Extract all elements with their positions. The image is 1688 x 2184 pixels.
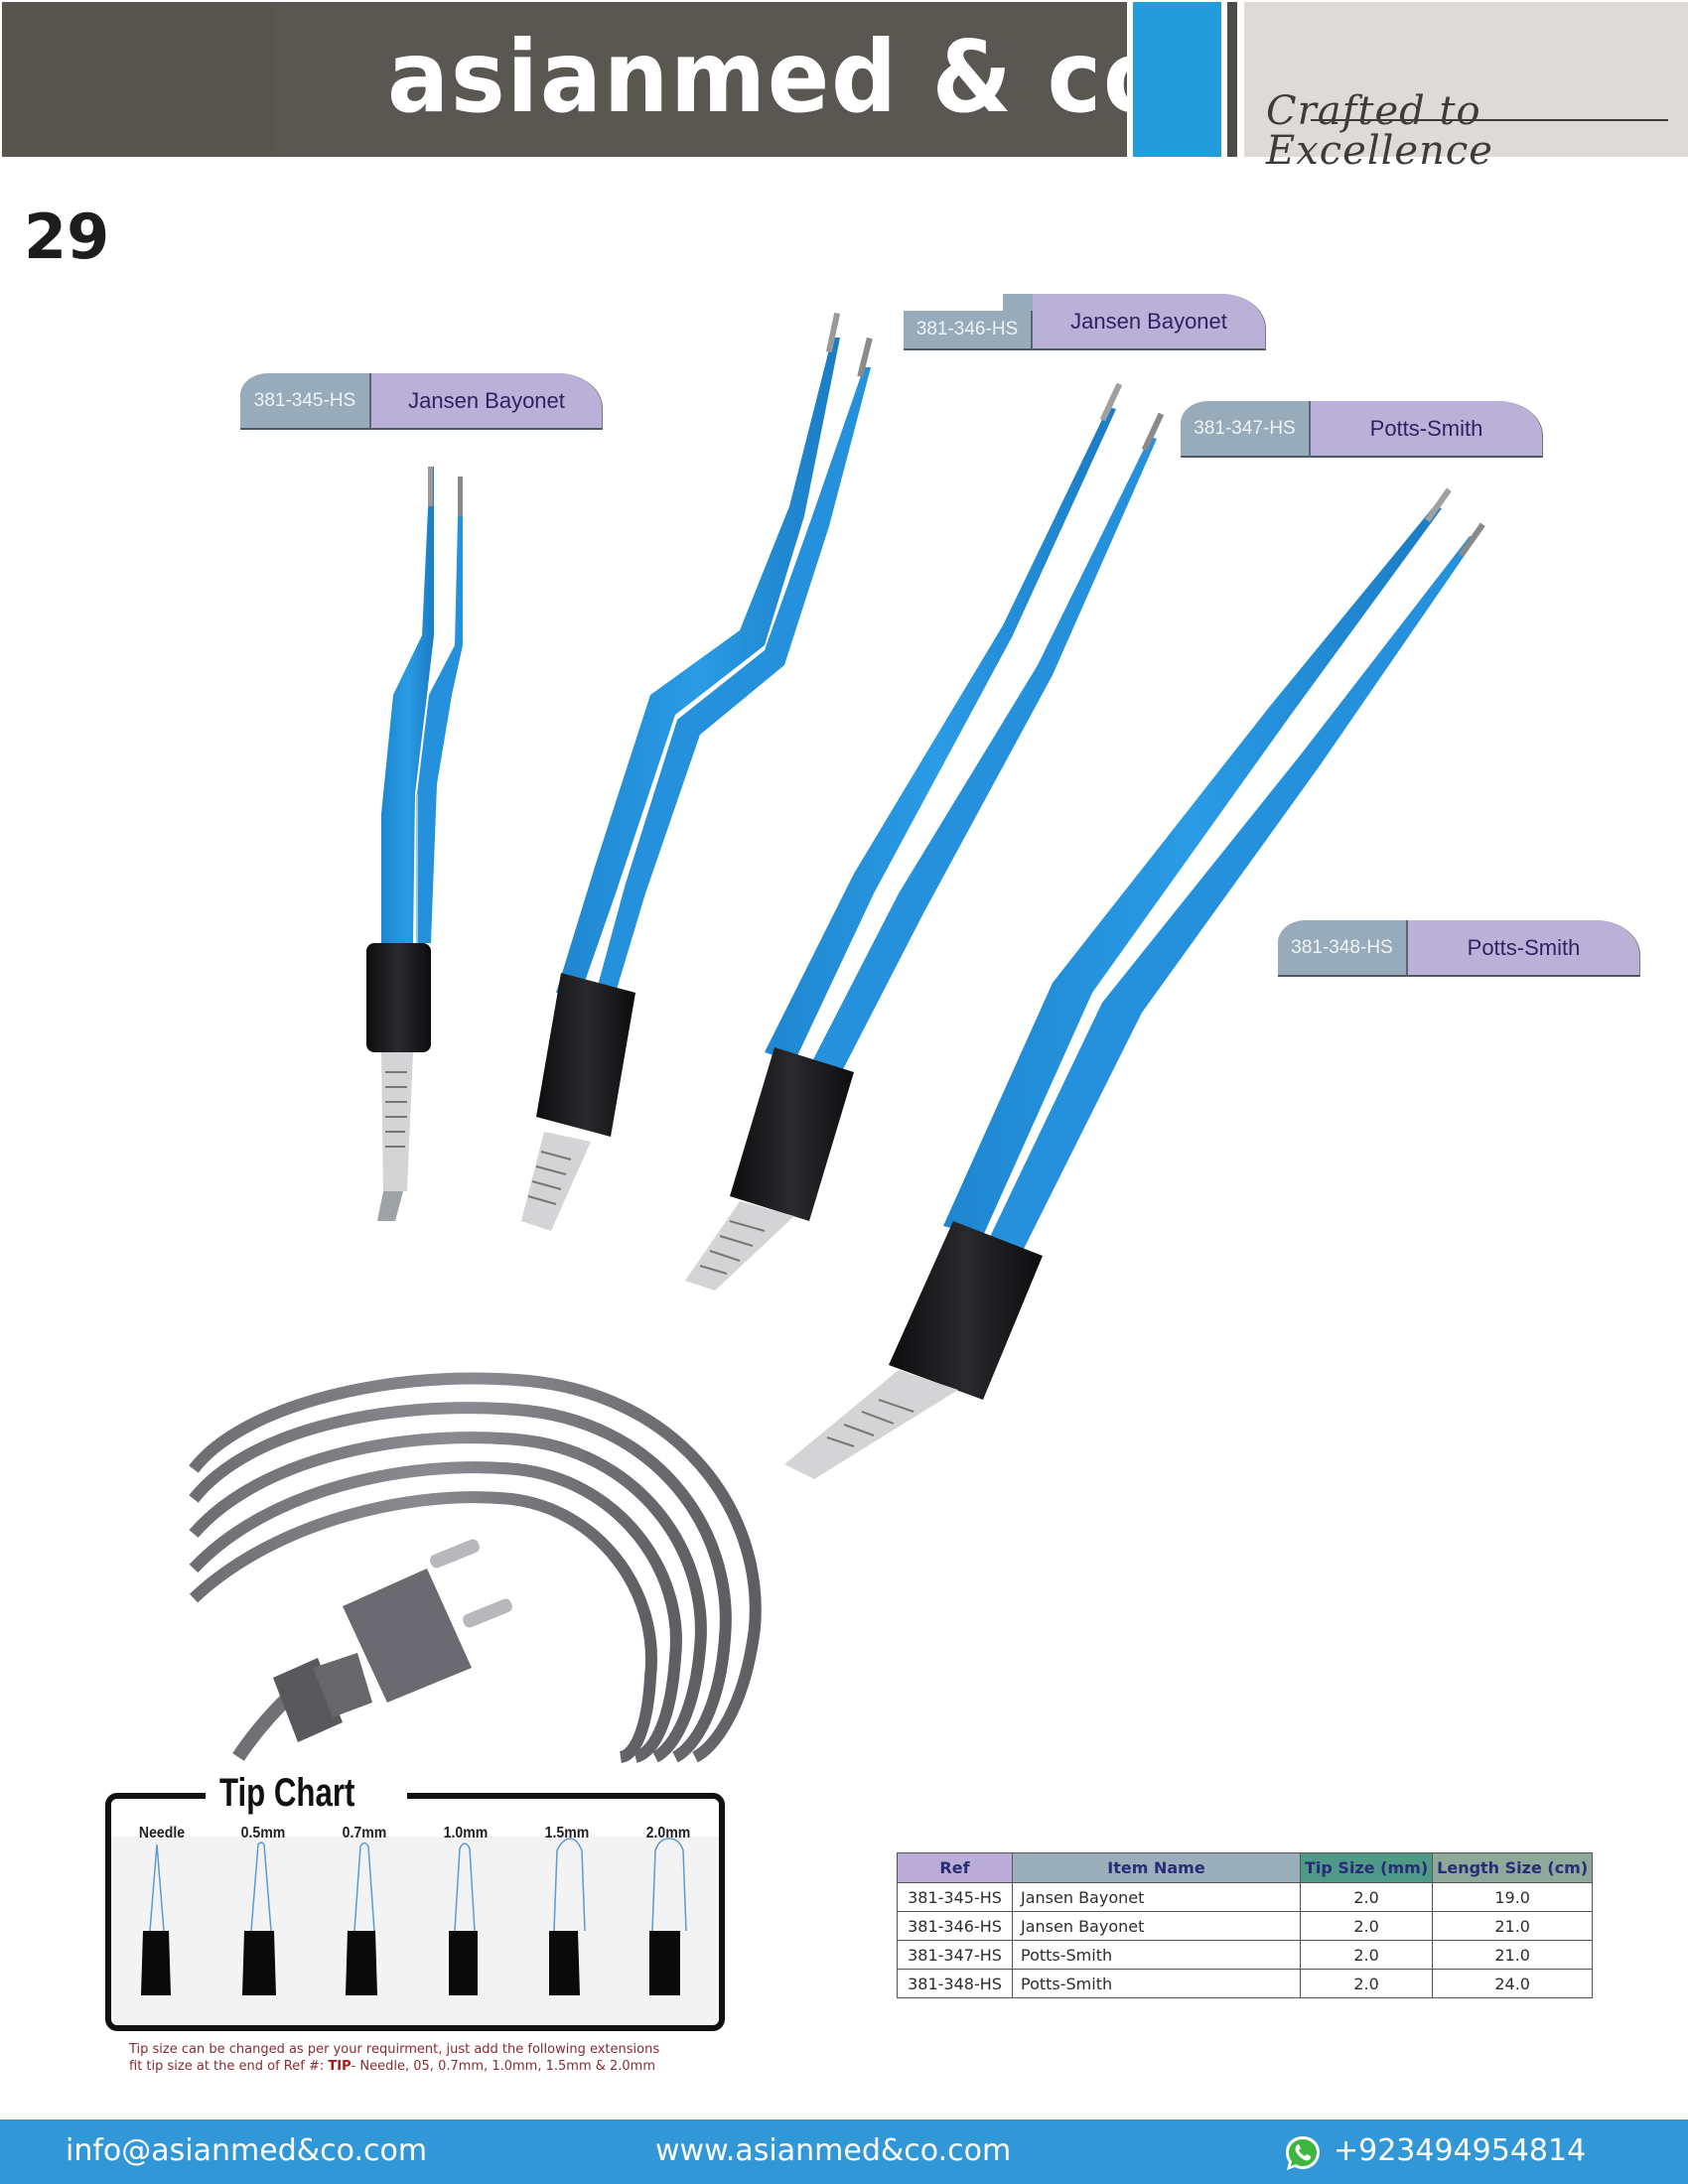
tip-note-line-2: fit tip size at the end of Ref #: TIP- N…	[129, 2058, 745, 2075]
cell-length-size: 24.0	[1432, 1969, 1594, 1998]
tip-1.0mm-diagram	[449, 1843, 478, 1995]
cell-item-name: Jansen Bayonet	[1012, 1911, 1301, 1941]
tip-size-labels: Needle 0.5mm 0.7mm 1.0mm 1.5mm 2.0mm	[111, 1825, 719, 1843]
tip-chart-title-wrap: Tip Chart	[206, 1769, 407, 1817]
tip-size-label: 1.0mm	[443, 1825, 489, 1842]
tip-needle-diagram	[141, 1843, 171, 1995]
cell-tip-size: 2.0	[1299, 1911, 1434, 1941]
cell-item-name: Potts-Smith	[1012, 1969, 1301, 1998]
tip-chart-title: Tip Chart	[219, 1771, 355, 1815]
cell-ref: 381-348-HS	[897, 1969, 1013, 1998]
product-label-name: Potts-Smith	[1311, 401, 1543, 458]
header-tagline-panel	[1244, 2, 1688, 157]
tip-size-label: 1.5mm	[544, 1825, 590, 1842]
header-banner: asianmed & co Crafted to Excellence	[0, 0, 1688, 171]
tip-size-label: Needle	[138, 1825, 186, 1842]
product-images	[189, 312, 1485, 1763]
product-label-ref: 381-347-HS	[1181, 401, 1311, 458]
brand-logo: asianmed & co	[387, 19, 1169, 135]
tip-note-code: TIP	[328, 2059, 352, 2074]
tip-0.7mm-diagram	[346, 1842, 377, 1995]
cell-tip-size: 2.0	[1299, 1882, 1434, 1912]
cell-item-name: Potts-Smith	[1012, 1940, 1301, 1970]
bipolar-cable-image	[189, 1372, 762, 1763]
cell-length-size: 19.0	[1432, 1882, 1594, 1912]
column-header-length-size: Length Size (cm)	[1432, 1852, 1594, 1883]
spec-table: Ref Item Name Tip Size (mm) Length Size …	[897, 1852, 1594, 1998]
forceps-381-346-hs-image	[521, 312, 873, 1231]
column-header-tip-size: Tip Size (mm)	[1299, 1852, 1434, 1883]
product-label-381-345-hs: 381-345-HS Jansen Bayonet	[240, 373, 603, 430]
footer-phone-number[interactable]: +923494954814	[1334, 2133, 1587, 2168]
column-header-ref: Ref	[897, 1852, 1013, 1883]
footer-website-link[interactable]: www.asianmed&co.com	[655, 2133, 1012, 2168]
product-label-ref: 381-346-HS	[904, 294, 1033, 350]
tip-note-line-1: Tip size can be changed as per your requ…	[129, 2042, 660, 2057]
tip-0.5mm-diagram	[242, 1842, 276, 1995]
table-row: 381-348-HS Potts-Smith 2.0 24.0	[897, 1969, 1594, 1998]
product-label-381-347-hs: 381-347-HS Potts-Smith	[1181, 401, 1543, 458]
table-row: 381-345-HS Jansen Bayonet 2.0 19.0	[897, 1882, 1594, 1912]
spec-table-header-row: Ref Item Name Tip Size (mm) Length Size …	[897, 1852, 1594, 1883]
tip-2.0mm-diagram	[649, 1838, 687, 1995]
cell-tip-size: 2.0	[1299, 1969, 1434, 1998]
header-divider-bar	[1227, 2, 1237, 157]
tip-diagrams	[141, 1838, 687, 1995]
cell-tip-size: 2.0	[1299, 1940, 1434, 1970]
table-row: 381-347-HS Potts-Smith 2.0 21.0	[897, 1940, 1594, 1970]
header-logo-panel	[276, 2, 1125, 157]
product-label-ref: 381-348-HS	[1278, 920, 1408, 977]
tagline-underline	[1311, 119, 1668, 121]
product-label-ref: 381-345-HS	[240, 373, 371, 430]
footer-contact-bar: info@asianmed&co.com www.asianmed&co.com…	[0, 2119, 1688, 2184]
cell-ref: 381-345-HS	[897, 1882, 1013, 1912]
product-label-name: Jansen Bayonet	[1033, 294, 1266, 350]
cell-length-size: 21.0	[1432, 1940, 1594, 1970]
tagline: Crafted to Excellence	[1266, 88, 1493, 174]
cell-length-size: 21.0	[1432, 1911, 1594, 1941]
footer-email-link[interactable]: info@asianmed&co.com	[66, 2133, 428, 2168]
tip-size-label: 0.5mm	[240, 1825, 286, 1842]
cell-ref: 381-346-HS	[897, 1911, 1013, 1941]
forceps-381-347-hs-image	[685, 382, 1165, 1291]
tip-note-prefix: fit tip size at the end of Ref #:	[129, 2059, 329, 2074]
tip-size-label: 2.0mm	[645, 1825, 691, 1842]
tip-note-suffix: - Needle, 05, 0.7mm, 1.0mm, 1.5mm & 2.0m…	[351, 2059, 656, 2074]
banana-plug-image	[232, 1539, 512, 1761]
table-row: 381-346-HS Jansen Bayonet 2.0 21.0	[897, 1911, 1594, 1941]
tip-chart-note: Tip size can be changed as per your requ…	[129, 2041, 745, 2075]
tip-1.5mm-diagram	[549, 1838, 586, 1995]
product-label-381-346-hs: 381-346-HS Jansen Bayonet	[904, 294, 1266, 350]
cell-ref: 381-347-HS	[897, 1940, 1013, 1970]
page-number: 29	[24, 201, 110, 273]
product-label-381-348-hs: 381-348-HS Potts-Smith	[1278, 920, 1640, 977]
header-blue-accent	[1133, 2, 1221, 157]
column-header-item-name: Item Name	[1012, 1852, 1301, 1883]
forceps-381-345-hs-image	[366, 467, 463, 1221]
product-label-name: Potts-Smith	[1408, 920, 1640, 977]
whatsapp-icon	[1286, 2136, 1320, 2170]
product-label-name: Jansen Bayonet	[371, 373, 603, 430]
tip-size-label: 0.7mm	[342, 1825, 387, 1842]
tip-chart: Tip Chart Needle 0.5mm 0.7mm 1.0mm 1.5mm…	[105, 1769, 725, 2031]
forceps-381-348-hs-image	[784, 487, 1485, 1479]
cell-item-name: Jansen Bayonet	[1012, 1882, 1301, 1912]
